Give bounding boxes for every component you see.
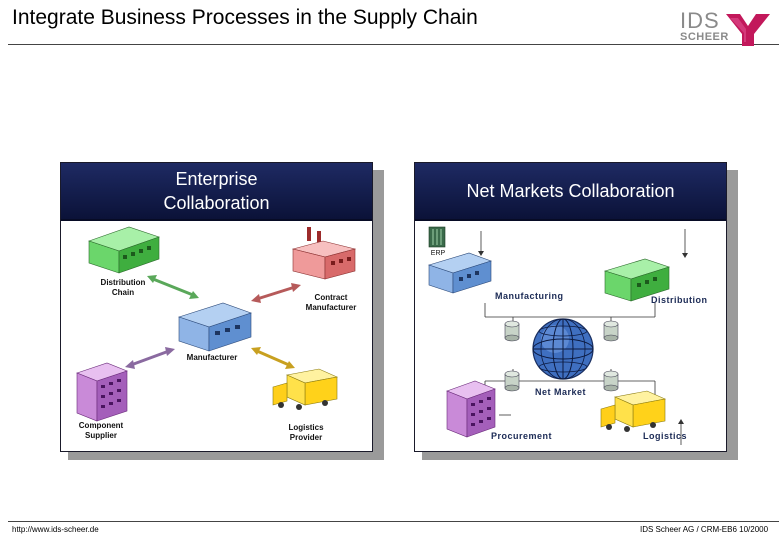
distribution-building-icon <box>603 258 670 302</box>
logo-text-scheer: SCHEER <box>680 31 729 43</box>
procurement-building-icon <box>446 380 496 438</box>
manufacturer-label: Manufacturer <box>186 353 238 362</box>
distribution-down-arrow-icon <box>682 229 688 258</box>
distribution-chain-building-icon <box>88 226 160 274</box>
erp-label: ERP <box>430 250 446 257</box>
procurement-label: Procurement <box>491 431 553 441</box>
net-markets-panel-title: Net Markets Collaboration <box>466 181 675 201</box>
net-markets-panel-heading: Net Markets Collaboration <box>415 163 726 221</box>
distribution-chain-label: Distribution Chain <box>100 278 146 297</box>
net-market-globe-icon <box>532 318 594 380</box>
slide-title: Integrate Business Processes in the Supp… <box>12 6 478 29</box>
supplier-manufacturer-arrow-icon <box>125 347 175 369</box>
contract-manufacturer-arrow-icon <box>251 283 301 303</box>
logistics-manufacturer-arrow-icon <box>251 347 295 369</box>
net-market-label: Net Market <box>535 387 587 397</box>
distribution-manufacturer-arrow-icon <box>147 275 199 299</box>
enterprise-diagram <box>76 226 357 422</box>
logistics-up-arrow-icon <box>678 419 684 445</box>
enterprise-collaboration-panel: Enterprise Collaboration <box>60 162 373 452</box>
logistics-truck-icon-net <box>600 390 667 432</box>
logistics-truck-icon <box>272 368 339 410</box>
net-markets-collaboration-panel: Net Markets Collaboration <box>414 162 727 452</box>
manufacturing-building-icon <box>428 252 492 294</box>
enterprise-panel-title: Enterprise Collaboration <box>163 169 270 213</box>
logistics-label: Logistics <box>643 431 688 441</box>
enterprise-panel-heading: Enterprise Collaboration <box>61 163 372 221</box>
database-icon-4 <box>603 370 619 392</box>
title-divider <box>8 44 779 45</box>
ids-scheer-logo: IDS SCHEER <box>676 8 774 46</box>
manufacturer-building-icon <box>178 302 252 352</box>
erp-server-icon <box>428 226 446 248</box>
component-supplier-building-icon <box>76 362 128 422</box>
database-icon-3 <box>504 370 520 392</box>
footer-divider <box>8 521 779 522</box>
logo-y-mark-icon <box>726 14 770 46</box>
footer-copyright: IDS Scheer AG / CRM-EB6 10/2000 <box>640 525 769 534</box>
component-supplier-label: Component Supplier <box>78 421 124 440</box>
net-markets-diagram <box>428 226 688 445</box>
contract-manufacturer-factory-icon <box>291 227 357 280</box>
distribution-label: Distribution <box>651 295 708 305</box>
manufacturing-label: Manufacturing <box>495 291 564 301</box>
footer-url: http://www.ids-scheer.de <box>12 525 99 534</box>
erp-down-arrow-icon <box>478 231 484 256</box>
logistics-provider-label: Logistics Provider <box>288 423 324 442</box>
database-icon-2 <box>603 320 619 342</box>
database-icon-1 <box>504 320 520 342</box>
contract-manufacturer-label: Contract Manufacturer <box>305 293 357 312</box>
logo-text-ids: IDS <box>680 8 720 33</box>
